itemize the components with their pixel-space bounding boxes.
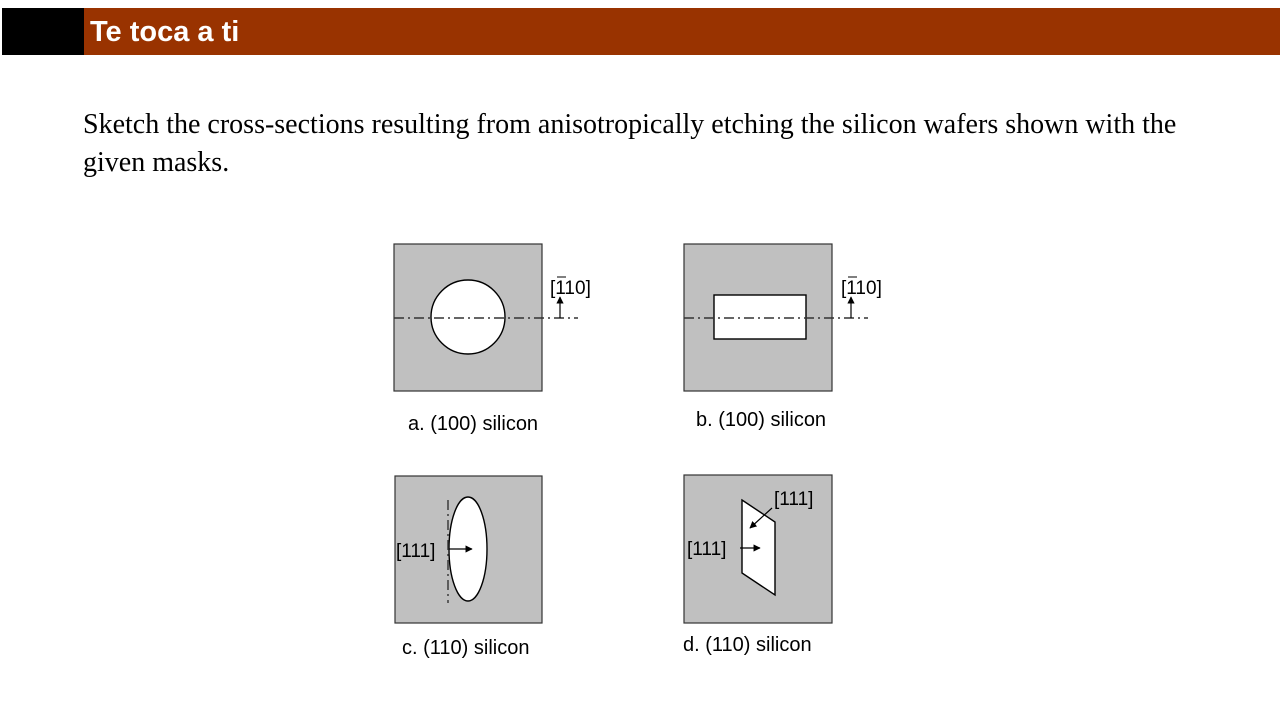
direction-label-c: [111] [396, 541, 435, 562]
caption-b: b. (100) silicon [696, 409, 826, 431]
direction-label-d-top: [111] [774, 489, 813, 510]
direction-label-b: [110] [841, 278, 882, 299]
panel-a: [110] a. (100) silicon [393, 243, 591, 435]
caption-d: d. (110) silicon [683, 634, 812, 656]
panel-b: [110] b. (100) silicon [683, 243, 882, 431]
caption-a: a. (100) silicon [408, 413, 538, 435]
title-bar: Te toca a ti [2, 8, 1280, 55]
mask-rectangle [713, 294, 807, 340]
panel-d: [111] [111] d. (110) silicon [683, 474, 833, 656]
direction-label-a: [110] [550, 278, 591, 299]
mask-circle [430, 279, 506, 355]
panel-c: [111] c. (110) silicon [394, 475, 543, 659]
caption-c: c. (110) silicon [402, 637, 529, 659]
title-accent-block [2, 8, 84, 55]
instruction-text: Sketch the cross-sections resulting from… [83, 109, 1177, 178]
slide-title: Te toca a ti [90, 16, 240, 48]
direction-label-d-left: [111] [687, 539, 726, 560]
direction-arrow-d-diagonal [749, 507, 773, 529]
